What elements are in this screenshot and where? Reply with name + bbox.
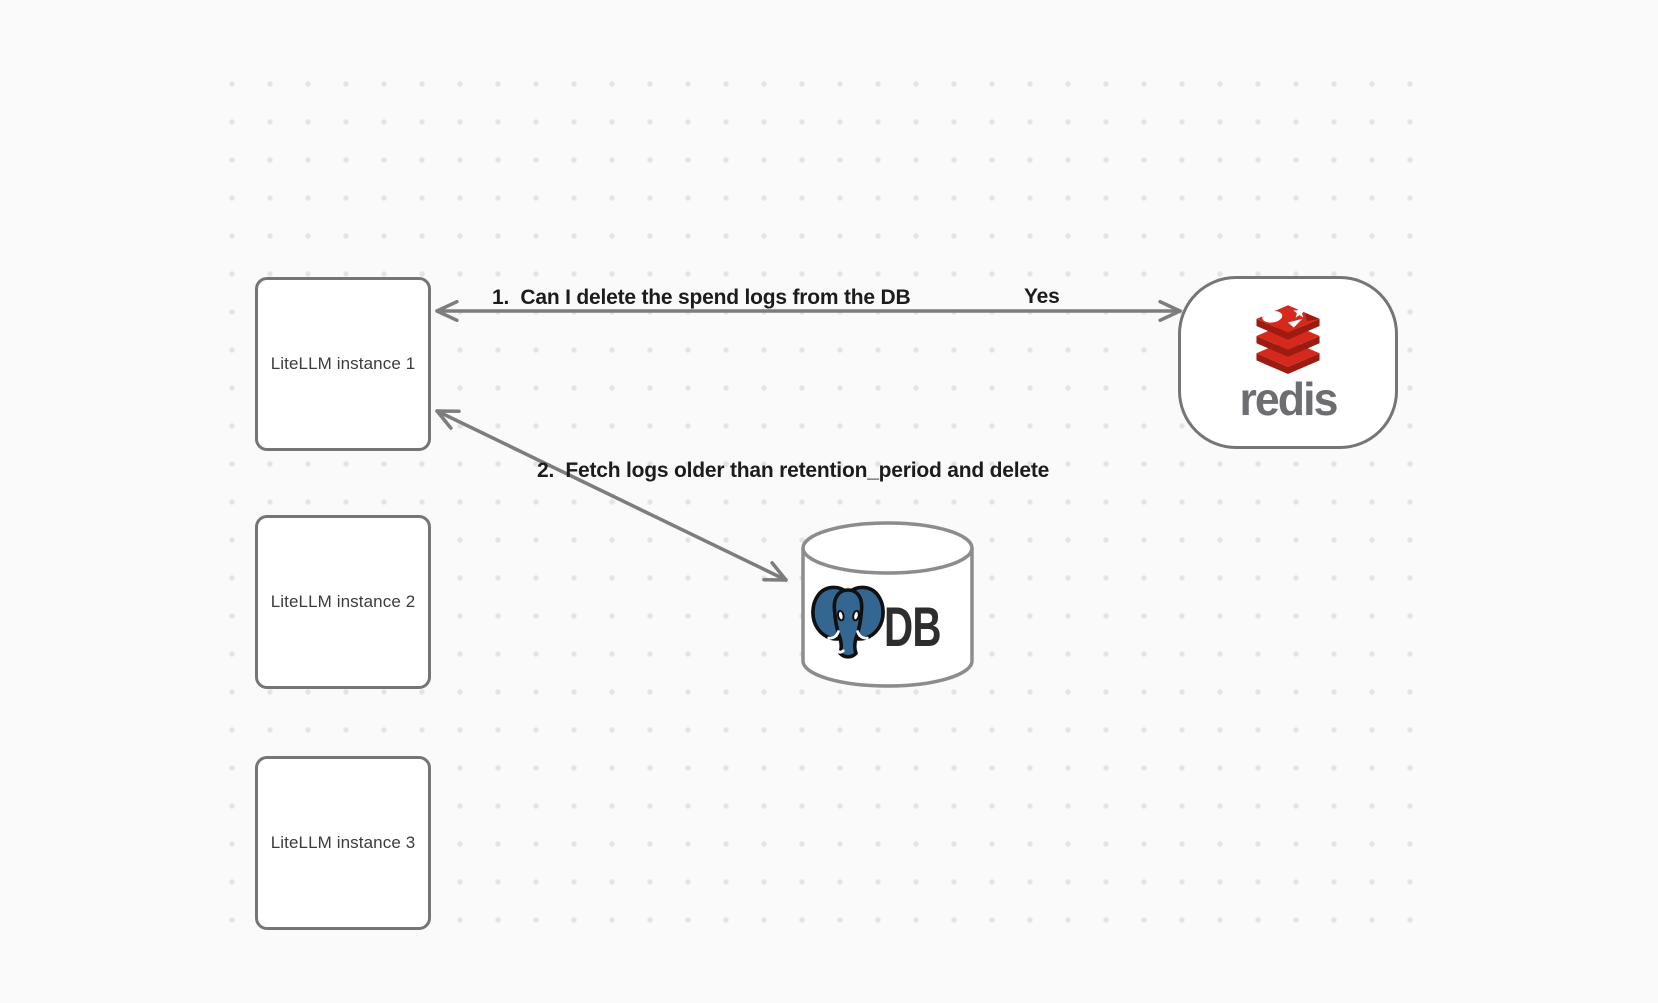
postgresql-elephant-icon bbox=[811, 585, 885, 659]
arrowhead-upleft-icon bbox=[435, 409, 461, 430]
node-redis: redis bbox=[1178, 276, 1398, 449]
node-litellm-instance-1-label: LiteLLM instance 1 bbox=[270, 354, 416, 373]
arrow1-answer-label: Yes bbox=[1024, 285, 1060, 308]
node-litellm-instance-1: LiteLLM instance 1 bbox=[255, 277, 431, 451]
node-litellm-instance-3-label: LiteLLM instance 3 bbox=[270, 833, 416, 852]
arrowhead-right-icon bbox=[1158, 299, 1182, 323]
arrow1-label: 1. Can I delete the spend logs from the … bbox=[492, 286, 911, 309]
arrowhead-left-icon bbox=[435, 299, 459, 323]
redis-logo-icon bbox=[1256, 305, 1320, 375]
redis-wordmark: redis bbox=[1239, 373, 1339, 425]
database-label: DB bbox=[884, 595, 942, 658]
arrow-db-fetch bbox=[435, 409, 788, 582]
arrowhead-downright-icon bbox=[762, 561, 788, 582]
node-database: DB bbox=[800, 520, 975, 690]
node-litellm-instance-3: LiteLLM instance 3 bbox=[255, 756, 431, 930]
arrow2-label: 2. Fetch logs older than retention_perio… bbox=[537, 459, 1050, 482]
node-litellm-instance-2: LiteLLM instance 2 bbox=[255, 515, 431, 689]
node-litellm-instance-2-label: LiteLLM instance 2 bbox=[270, 592, 416, 611]
arrow-redis-query bbox=[435, 299, 1182, 323]
